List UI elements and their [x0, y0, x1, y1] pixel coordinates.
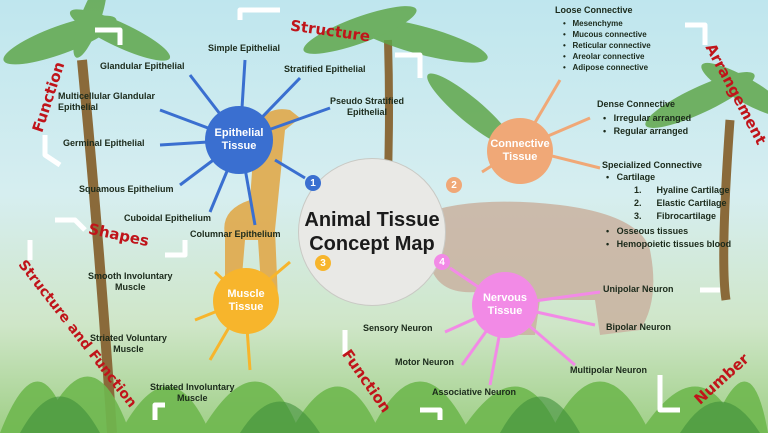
- specialized-item: • Osseous tissues: [606, 226, 689, 236]
- nervous-hub: Nervous Tissue: [472, 272, 538, 338]
- loose-connective-item: • Mucous connective: [563, 30, 647, 39]
- loose-connective-title: Loose Connective: [555, 5, 633, 15]
- cartilage-item: • Cartilage: [606, 172, 656, 182]
- epithelial-type: Pseudo Stratified Epithelial: [330, 96, 405, 117]
- nervous-label: Nervous Tissue: [482, 292, 528, 317]
- specialized-item-text: Osseous tissues: [616, 226, 689, 236]
- neuron-type: Associative Neuron: [432, 387, 517, 397]
- badge-3: 3: [315, 255, 331, 271]
- epithelial-type: Cuboidal Epithelium: [124, 213, 211, 223]
- epithelial-type: Multicellular Glandular Epithelial: [58, 91, 156, 112]
- badge-2: 2: [446, 177, 462, 193]
- cartilage-text: Cartilage: [616, 172, 656, 182]
- cartilage-type: 2. Elastic Cartilage: [634, 198, 727, 208]
- connective-hub: Connective Tissue: [487, 118, 553, 184]
- cartilage-type: 3. Fibrocartilage: [634, 211, 717, 221]
- specialized-item: • Hemopoietic tissues blood: [606, 239, 732, 249]
- badge-4: 4: [434, 254, 450, 270]
- neuron-type: Multipolar Neuron: [570, 365, 647, 375]
- dense-item-text: Irregular arranged: [613, 113, 692, 123]
- specialized-item-text: Hemopoietic tissues blood: [616, 239, 732, 249]
- loose-item-text: Areolar connective: [572, 52, 645, 61]
- connective-label: Connective Tissue: [490, 138, 550, 163]
- muscle-label: Muscle Tissue: [227, 288, 265, 313]
- loose-connective-item: • Areolar connective: [563, 52, 645, 61]
- epithelial-label: Epithelial Tissue: [214, 127, 264, 152]
- neuron-type: Unipolar Neuron: [603, 284, 674, 294]
- badge-1: 1: [305, 175, 321, 191]
- loose-connective-item: • Mesenchyme: [563, 19, 623, 28]
- epithelial-type: Columnar Epithelium: [190, 229, 281, 239]
- cartilage-type: 1. Hyaline Cartilage: [634, 185, 730, 195]
- dense-connective-item: • Irregular arranged: [603, 113, 692, 123]
- dense-item-text: Regular arranged: [613, 126, 689, 136]
- epithelial-hub: Epithelial Tissue: [205, 106, 273, 174]
- dense-connective-item: • Regular arranged: [603, 126, 689, 136]
- loose-item-text: Mesenchyme: [572, 19, 623, 28]
- loose-item-text: Mucous connective: [572, 30, 647, 39]
- muscle-type: Striated Involuntary Muscle: [150, 382, 235, 403]
- loose-connective-item: • Adipose connective: [563, 63, 649, 72]
- central-concept: Animal Tissue Concept Map: [298, 158, 446, 306]
- muscle-type: Striated Voluntary Muscle: [90, 333, 167, 354]
- dense-connective-title: Dense Connective: [597, 99, 676, 109]
- epithelial-type: Germinal Epithelial: [63, 138, 145, 148]
- loose-item-text: Adipose connective: [572, 63, 649, 72]
- specialized-connective-title: Specialized Connective: [602, 160, 703, 170]
- muscle-type: Smooth Involuntary Muscle: [88, 271, 173, 292]
- epithelial-type: Glandular Epithelial: [100, 61, 185, 71]
- neuron-type: Sensory Neuron: [363, 323, 433, 333]
- muscle-hub: Muscle Tissue: [213, 268, 279, 334]
- neuron-type: Bipolar Neuron: [606, 322, 672, 332]
- loose-connective-list: • Mesenchyme • Mucous connective • Retic…: [563, 18, 651, 73]
- loose-connective-item: • Reticular connective: [563, 41, 651, 50]
- epithelial-type: Stratified Epithelial: [284, 64, 366, 74]
- epithelial-type: Squamous Epithelium: [79, 184, 174, 194]
- loose-item-text: Reticular connective: [572, 41, 651, 50]
- epithelial-type: Simple Epithelial: [208, 43, 281, 53]
- neuron-type: Motor Neuron: [395, 357, 454, 367]
